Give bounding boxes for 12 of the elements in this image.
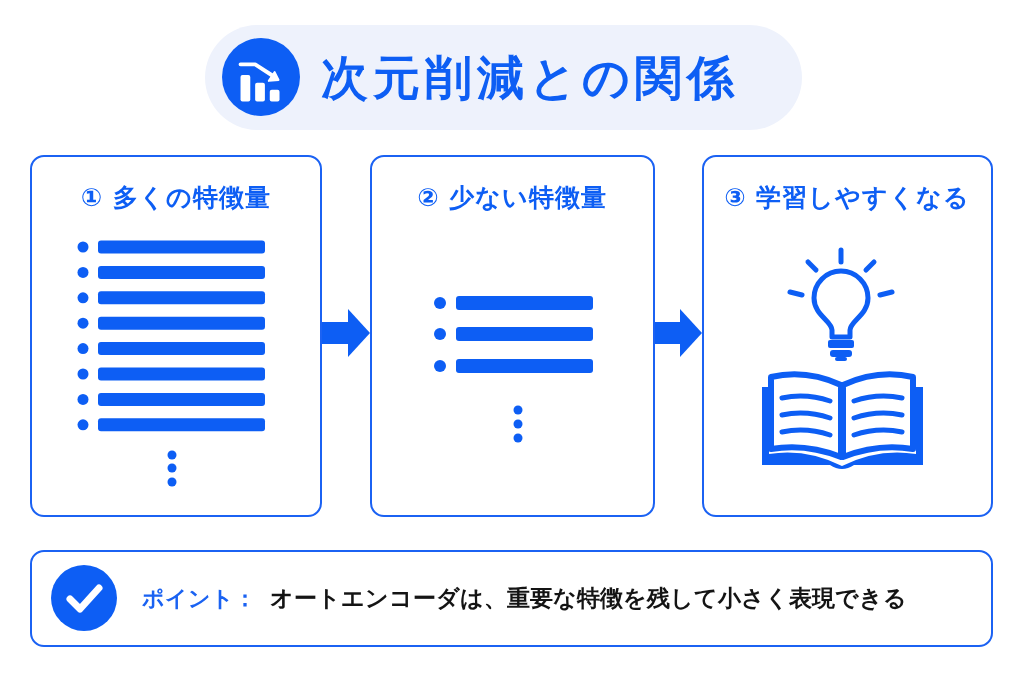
arrow	[655, 309, 702, 357]
step-heading: ③ 学習しやすくなる	[724, 184, 971, 213]
title-text: 次元削減との関係	[321, 51, 739, 104]
arrow	[322, 309, 370, 357]
step-heading: ① 多くの特徴量	[81, 184, 271, 213]
note-text: オートエンコーダは、重要な特徴を残して小さく表現できる	[270, 585, 907, 612]
step-panel	[370, 155, 655, 517]
step-heading: ② 少ない特徴量	[417, 184, 608, 213]
step-panel	[702, 155, 993, 517]
point-label: ポイント：	[142, 585, 256, 612]
step-panel	[30, 155, 322, 517]
note-box	[30, 550, 993, 647]
